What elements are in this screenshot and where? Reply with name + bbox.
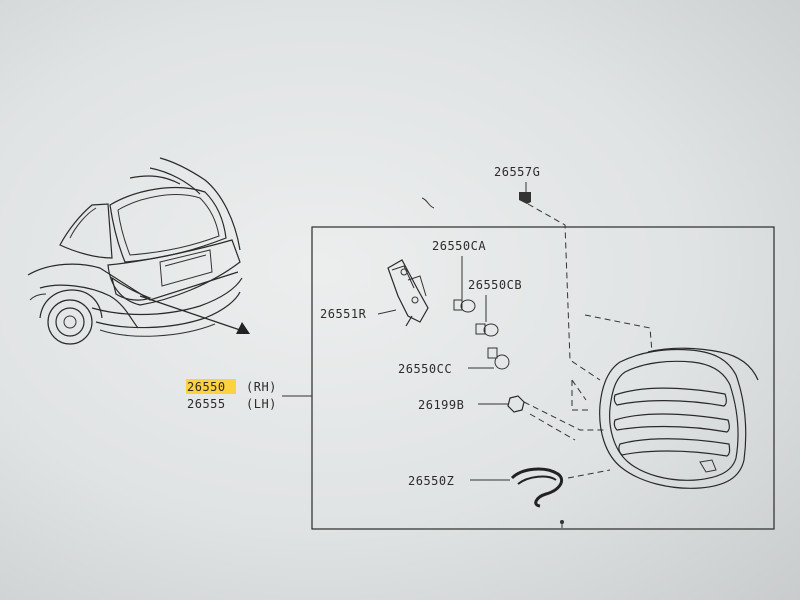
bulb-26550cb-icon [475, 323, 499, 337]
nut-26199b-icon [507, 395, 525, 413]
part-number-26555: 26555 [187, 397, 226, 411]
clip-26557g-icon [519, 192, 531, 204]
highlight-marker [186, 379, 236, 394]
part-number-26550: 26550 [187, 380, 226, 394]
car-rear-illustration [27, 157, 250, 345]
bulb-26550ca-icon [453, 299, 476, 313]
part-number-26550cb: 26550CB [468, 278, 522, 292]
part-number-26550cc: 26550CC [398, 362, 452, 376]
tail-lamp-assembly [571, 314, 759, 489]
part-number-26550ca: 26550CA [432, 239, 486, 253]
part-number-26199b: 26199B [418, 398, 464, 412]
assembly-box [311, 226, 775, 530]
part-number-26557g: 26557G [494, 165, 540, 179]
bulb-26550cc-icon [487, 347, 510, 370]
arrow-head-icon [236, 322, 250, 334]
side-label-rh: (RH) [246, 380, 277, 394]
side-label-lh: (LH) [246, 397, 277, 411]
socket-bracket-26551r [387, 259, 429, 327]
part-number-26551r: 26551R [320, 307, 367, 321]
gasket-26550z-icon [510, 467, 563, 508]
part-number-26550z: 26550Z [408, 474, 454, 488]
